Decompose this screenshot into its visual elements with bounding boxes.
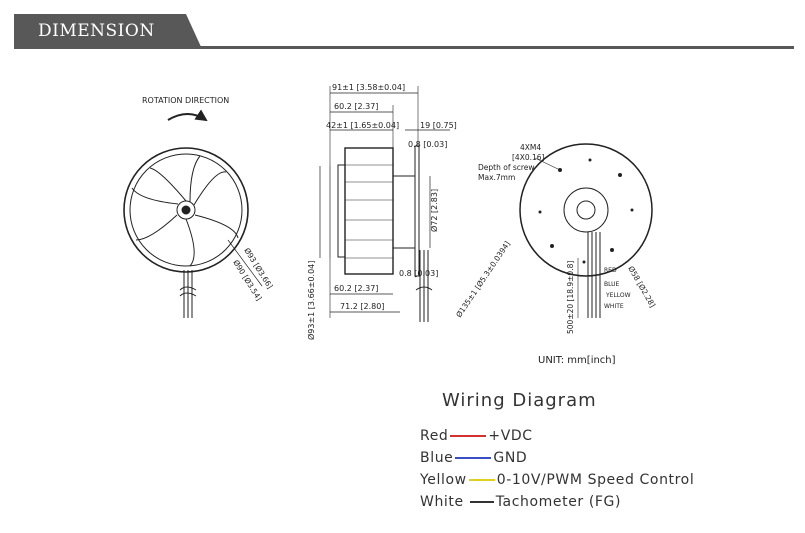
wire-line-yellow <box>468 479 495 481</box>
header-rule <box>14 46 794 49</box>
rotation-label: ROTATION DIRECTION <box>142 96 229 105</box>
wire-color-name: Yellow <box>420 472 467 488</box>
wire-label-red: RED <box>604 267 617 274</box>
rear-screw-holes <box>538 158 634 264</box>
side-body <box>344 147 394 275</box>
wire-label-yellow: YELLOW <box>605 292 631 299</box>
rear-outer-circle <box>519 143 653 277</box>
side-motor <box>392 175 416 249</box>
dim-500: 500±20 [18.9±0.8] <box>566 261 575 334</box>
screw-spec-3: Depth of screw <box>478 163 535 172</box>
side-rim <box>337 164 346 258</box>
rear-wire-labels: RED BLUE YELLOW WHITE <box>604 267 631 310</box>
rear-motor-circle <box>563 187 609 233</box>
front-outer-circle <box>123 147 249 273</box>
dim-60-top: 60.2 [2.37] <box>334 102 378 111</box>
side-flange <box>414 145 420 277</box>
front-view: ROTATION DIRECTION Ø93 [Ø3.66] Ø90 [Ø3.5… <box>123 96 275 318</box>
wiring-row-red: Red +VDC <box>420 428 533 444</box>
wire-line-red <box>450 435 487 437</box>
side-cable <box>415 250 433 322</box>
wiring-row-white: White Tachometer (FG) <box>420 494 621 510</box>
wire-function: GND <box>493 450 528 466</box>
dim-total-91: 91±1 [3.58±0.04] <box>332 83 405 92</box>
wiring-row-blue: Blue GND <box>420 450 527 466</box>
side-fins <box>345 164 393 259</box>
screw-spec-2: [4X0.16] <box>512 153 545 162</box>
section-header: DIMENSION <box>0 14 805 52</box>
front-inner-circle <box>129 153 243 267</box>
dim-08-top: 0.8 [0.03] <box>408 140 447 149</box>
side-view: 91±1 [3.58±0.04] 60.2 [2.37] 42±1 [1.65±… <box>306 83 457 340</box>
wiring-title: Wiring Diagram <box>442 390 597 411</box>
dim-42: 42±1 [1.65±0.04] <box>326 121 399 130</box>
dim-08-bottom: 0.8 [0.03] <box>399 269 438 278</box>
wire-function: 0-10V/PWM Speed Control <box>496 472 695 488</box>
wire-color-name: Blue <box>420 450 454 466</box>
dim-71: 71.2 [2.80] <box>340 302 384 311</box>
front-hub-center <box>181 205 191 215</box>
wire-line-white <box>469 501 494 503</box>
rotation-arrow-icon <box>167 109 208 122</box>
header-tab <box>14 14 202 49</box>
rear-hub <box>576 200 596 220</box>
wire-label-white: WHITE <box>604 303 624 310</box>
wire-function: +VDC <box>488 428 533 444</box>
screw-spec-1: 4XM4 <box>520 143 541 152</box>
wire-color-name: White <box>420 494 464 510</box>
dim-72: Ø72 [2.83] <box>429 189 439 232</box>
rear-cable <box>577 232 601 318</box>
dim-58: Ø58 [Ø2.28] <box>626 265 657 310</box>
front-cable <box>179 270 197 318</box>
wire-label-blue: BLUE <box>604 281 620 288</box>
wiring-row-yellow: Yellow 0-10V/PWM Speed Control <box>420 472 694 488</box>
wire-line-blue <box>455 457 492 459</box>
wire-color-name: Red <box>420 428 449 444</box>
wiring-diagram: Wiring Diagram Red +VDC Blue GND Yellow 0-1… <box>420 390 800 510</box>
wire-function: Tachometer (FG) <box>495 494 622 510</box>
front-leader-93 <box>227 239 263 287</box>
rear-view: 4XM4 [4X0.16] Depth of screw Max.7mm Ø13… <box>454 143 657 334</box>
dim-135: Ø135±1 [Ø5.3±0.0394] <box>454 240 512 320</box>
dim-19: 19 [0.75] <box>420 121 457 130</box>
impeller-blades <box>131 155 239 267</box>
screw-spec-4: Max.7mm <box>478 173 515 182</box>
unit-label: UNIT: mm[inch] <box>538 355 616 366</box>
dim-60-bottom: 60.2 [2.37] <box>334 284 378 293</box>
dim-93-vertical: Ø93±1 [3.66±0.04] <box>306 261 316 340</box>
header-title: DIMENSION <box>38 21 155 41</box>
